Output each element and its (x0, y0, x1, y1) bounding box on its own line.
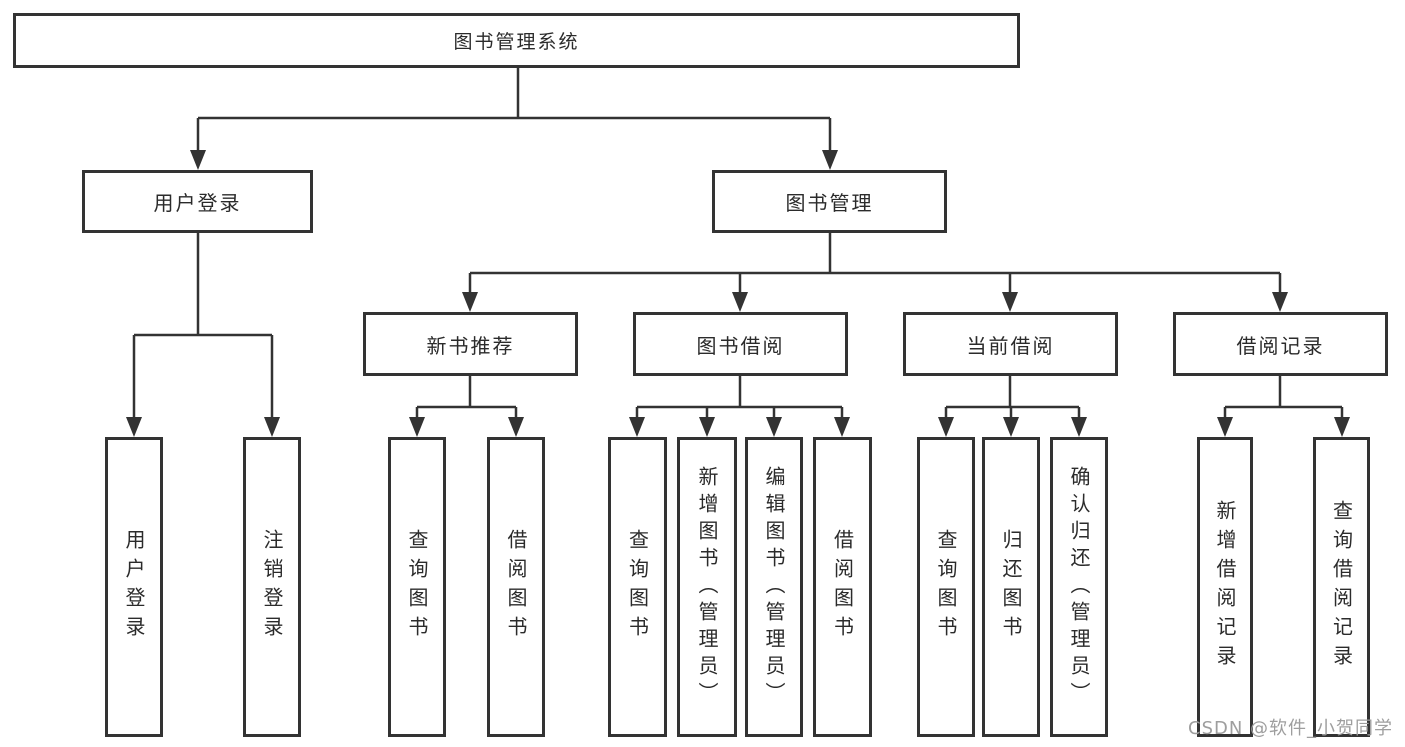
leaf-user-login: 用户登录 (105, 437, 163, 737)
node-user-login: 用户登录 (82, 170, 313, 233)
leaf-recommend-borrow-book: 借阅图书 (487, 437, 545, 737)
leaf-borrow-borrow-book: 借阅图书 (813, 437, 872, 737)
leaf-recommend-query-book: 查询图书 (388, 437, 446, 737)
leaf-logout-login: 注销登录 (243, 437, 301, 737)
leaf-current-return-book: 归还图书 (982, 437, 1040, 737)
leaf-borrow-query-book: 查询图书 (608, 437, 667, 737)
connector-current-to-leaves (938, 376, 1087, 437)
connector-newbook-to-leaves (409, 376, 524, 437)
leaf-current-confirm-return-admin: 确认归还（管理员） (1050, 437, 1108, 737)
connector-root-to-level2 (190, 68, 838, 170)
node-book-management: 图书管理 (712, 170, 947, 233)
leaf-current-query-book: 查询图书 (917, 437, 975, 737)
leaf-borrow-add-book-admin: 新增图书（管理员） (677, 437, 737, 737)
node-library-management-system: 图书管理系统 (13, 13, 1020, 68)
node-new-book-recommend: 新书推荐 (363, 312, 578, 376)
connector-bookmgmt-to-level3 (462, 233, 1288, 312)
watermark-text: CSDN @软件_小贺同学 (1188, 718, 1394, 739)
leaf-record-add-record: 新增借阅记录 (1197, 437, 1253, 737)
node-borrowing-records: 借阅记录 (1173, 312, 1388, 376)
node-book-borrowing: 图书借阅 (633, 312, 848, 376)
connector-borrow-to-leaves (629, 376, 850, 437)
connector-userlogin-to-leaves (126, 233, 280, 437)
connector-records-to-leaves (1217, 376, 1350, 437)
leaf-record-query-record: 查询借阅记录 (1313, 437, 1370, 737)
leaf-borrow-edit-book-admin: 编辑图书（管理员） (745, 437, 803, 737)
node-current-borrowing: 当前借阅 (903, 312, 1118, 376)
